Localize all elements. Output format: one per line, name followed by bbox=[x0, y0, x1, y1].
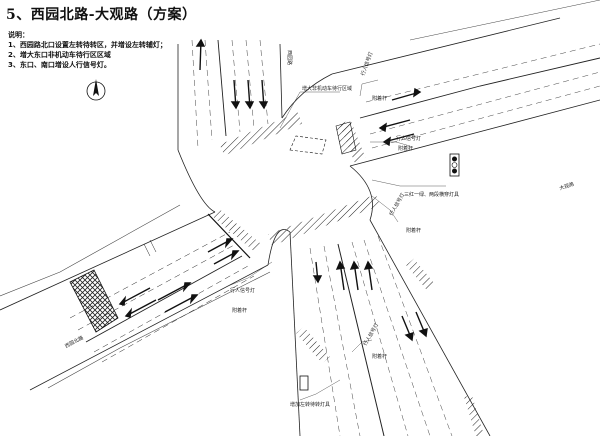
left-turn-signal-label: 增加左转待转灯具 bbox=[290, 401, 330, 408]
three-lights-label: 三红一绿、两段横穿灯具 bbox=[404, 191, 459, 198]
west-median-island bbox=[69, 269, 119, 333]
south-road bbox=[177, 73, 491, 436]
traffic-signal-icon bbox=[449, 153, 460, 177]
notes-heading: 说明： bbox=[8, 31, 29, 39]
note-item-2: 2、增大东口非机动车待行区区域 bbox=[8, 51, 111, 59]
road-east-label: 大观路 bbox=[558, 181, 574, 192]
note-item-3: 3、东口、南口增设人行信号灯。 bbox=[8, 61, 111, 69]
note-item-1: 1、西园路北口设置左转待转区，并增设左转辅灯； bbox=[8, 41, 167, 49]
ped-signal-e-label: 行人信号灯 bbox=[396, 135, 421, 142]
ped-signal-s-label: 行人信号灯 bbox=[362, 322, 381, 347]
ped-signal-se-label: 行人信号灯 bbox=[388, 192, 407, 217]
ped-signal-sw-label: 行人信号灯 bbox=[230, 287, 255, 294]
pole-ne-label: 附着杆 bbox=[372, 95, 387, 102]
north-road: 西园路 bbox=[177, 38, 327, 156]
pole-e-label: 附着杆 bbox=[398, 145, 413, 152]
notes-block: 说明： 1、西园路北口设置左转待转区，并增设左转辅灯； 2、增大东口非机动车待行… bbox=[8, 30, 167, 70]
pole-sw-label: 附着杆 bbox=[232, 307, 247, 314]
west-road: 西园北路 bbox=[0, 204, 271, 391]
pole-s-label: 附着杆 bbox=[372, 353, 387, 360]
road-west-label: 西园北路 bbox=[64, 334, 85, 350]
road-north-label: 西园路 bbox=[286, 50, 293, 65]
nonmotor-waiting-label: 增大非机动车待行区域 bbox=[302, 85, 352, 92]
pole-se-label: 附着杆 bbox=[406, 227, 421, 234]
north-arrow-icon bbox=[86, 79, 106, 101]
east-road: 大观路 bbox=[331, 0, 600, 192]
page-title: 5、西园北路-大观路（方案） bbox=[6, 7, 197, 23]
